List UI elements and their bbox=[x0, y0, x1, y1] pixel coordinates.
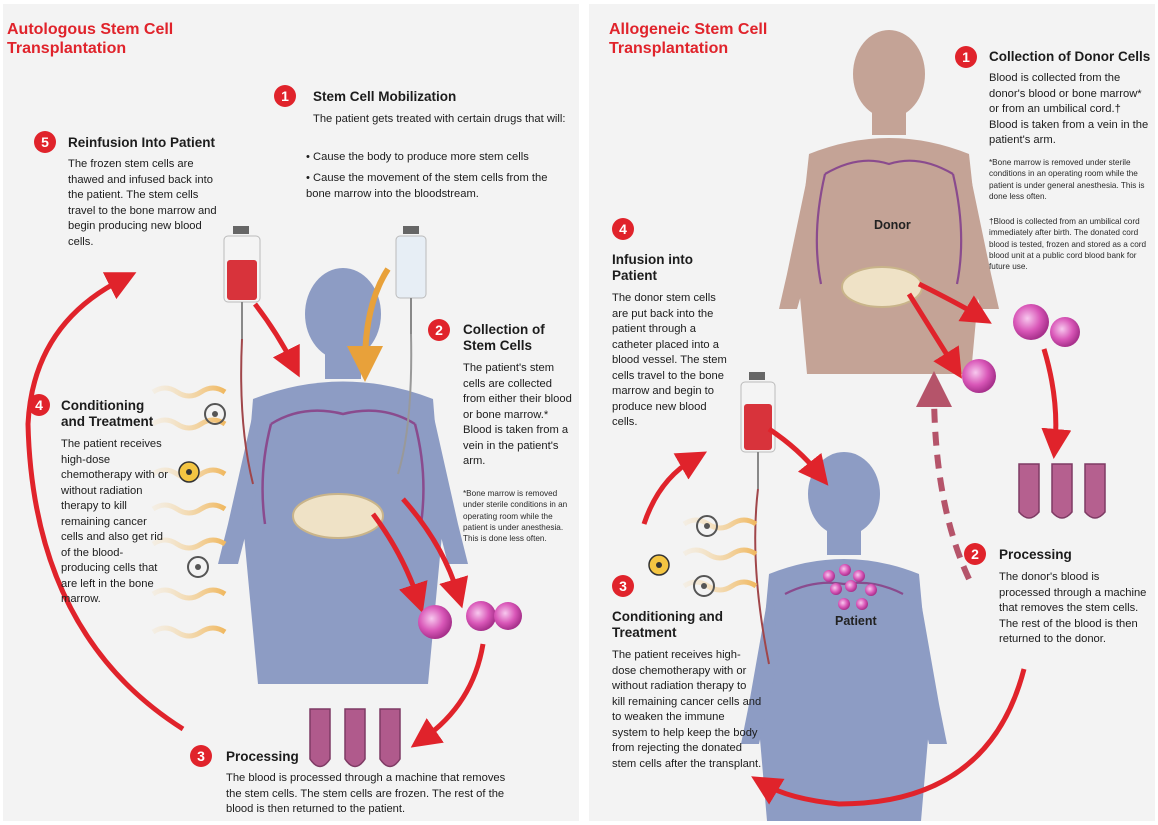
step-text-conditioning: The patient receives high-dose chemother… bbox=[61, 437, 171, 608]
autologous-title: Autologous Stem Cell Transplantation bbox=[7, 20, 173, 58]
allo-radiation-icon bbox=[649, 555, 669, 575]
step-title-allo-conditioning: Conditioning and Treatment bbox=[612, 609, 732, 641]
step-title-reinfusion: Reinfusion Into Patient bbox=[68, 135, 215, 151]
allo-test-tubes-icon bbox=[1019, 464, 1105, 518]
allo-step-badge-2: 2 bbox=[964, 543, 986, 565]
donor-pelvis-icon bbox=[842, 267, 922, 307]
stem-cells-icon bbox=[418, 601, 522, 639]
pelvis-icon bbox=[293, 494, 383, 538]
mobilization-bullet-2: • Cause the movement of the stem cells f… bbox=[306, 171, 571, 202]
step-badge-5: 5 bbox=[34, 131, 56, 153]
step-title-donor-collection: Collection of Donor Cells bbox=[989, 49, 1150, 65]
step-text-mobilization: The patient gets treated with certain dr… bbox=[313, 112, 573, 128]
donor-stem-cells-icon bbox=[962, 304, 1080, 393]
step-title-allo-processing: Processing bbox=[999, 547, 1072, 563]
step-text-reinfusion: The frozen stem cells are thawed and inf… bbox=[68, 157, 228, 250]
allo-step-badge-3: 3 bbox=[612, 575, 634, 597]
test-tubes-icon bbox=[310, 709, 400, 767]
step-title-mobilization: Stem Cell Mobilization bbox=[313, 89, 456, 105]
step-badge-1: 1 bbox=[274, 85, 296, 107]
step-text-allo-processing: The donor's blood is processed through a… bbox=[999, 570, 1149, 648]
donor-footnote-cord-blood: †Blood is collected from an umbilical co… bbox=[989, 216, 1153, 272]
radiation-icon bbox=[179, 462, 199, 482]
step-text-infusion: The donor stem cells are put back into t… bbox=[612, 291, 727, 431]
patient-body-figure-allo bbox=[741, 452, 947, 821]
step-title-collection: Collection of Stem Cells bbox=[463, 322, 563, 354]
mobilization-bullet-1: • Cause the body to produce more stem ce… bbox=[306, 150, 576, 166]
step-badge-3: 3 bbox=[190, 745, 212, 767]
allo-conditioning-waves bbox=[684, 520, 756, 590]
step-text-processing: The blood is processed through a machine… bbox=[226, 771, 516, 818]
donor-body-figure bbox=[779, 30, 999, 374]
allogeneic-panel: Allogeneic Stem Cell Transplantation Don… bbox=[589, 4, 1155, 821]
step-text-collection: The patient's stem cells are collected f… bbox=[463, 361, 573, 470]
step-badge-4: 4 bbox=[28, 394, 50, 416]
step-title-conditioning: Conditioning and Treatment bbox=[61, 398, 171, 430]
autologous-panel: Autologous Stem Cell Transplantation 1 S… bbox=[3, 4, 579, 821]
step-text-donor-collection: Blood is collected from the donor's bloo… bbox=[989, 71, 1149, 149]
biohazard-icon-2 bbox=[188, 557, 208, 577]
allo-step-badge-4: 4 bbox=[612, 218, 634, 240]
step-text-allo-conditioning: The patient receives high-dose chemother… bbox=[612, 648, 762, 772]
patient-label: Patient bbox=[835, 614, 877, 628]
step-title-processing: Processing bbox=[226, 749, 299, 765]
allogeneic-title: Allogeneic Stem Cell Transplantation bbox=[609, 20, 767, 58]
collection-footnote: *Bone marrow is removed under sterile co… bbox=[463, 488, 573, 544]
donor-footnote-bone-marrow: *Bone marrow is removed under sterile co… bbox=[989, 157, 1153, 202]
allo-step-badge-1: 1 bbox=[955, 46, 977, 68]
step-badge-2: 2 bbox=[428, 319, 450, 341]
step-title-infusion: Infusion into Patient bbox=[612, 252, 722, 284]
donor-label: Donor bbox=[874, 218, 911, 232]
